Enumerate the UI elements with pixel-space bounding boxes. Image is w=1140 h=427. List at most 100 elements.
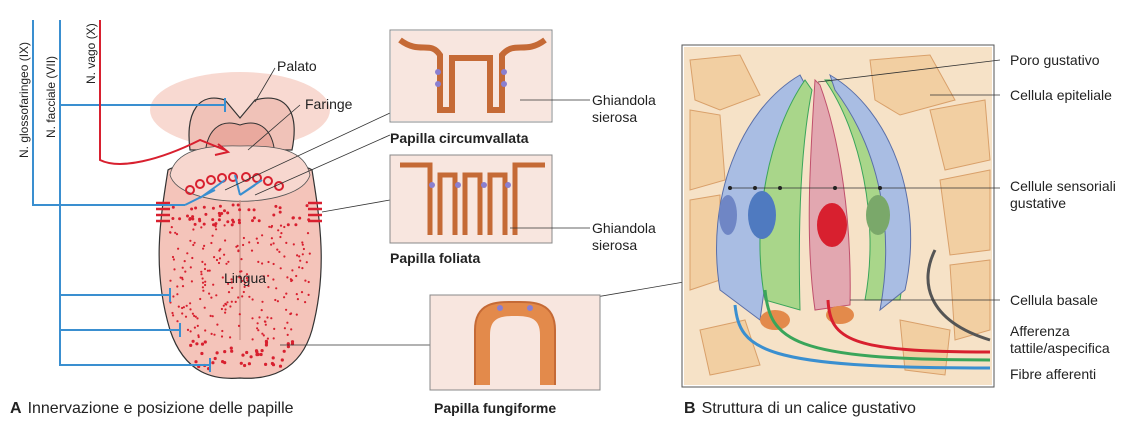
fungiform-papilla-dot xyxy=(195,342,198,345)
fungiform-papilla-dot xyxy=(307,218,310,221)
fungiform-papilla-dot xyxy=(191,280,193,282)
label-tongue: Lingua xyxy=(224,270,266,287)
fungiform-papilla-dot xyxy=(212,207,215,210)
fungiform-papilla-dot xyxy=(298,255,300,257)
fungiform-papilla-dot xyxy=(272,214,275,217)
fungiform-papilla-dot xyxy=(261,262,263,264)
fungiform-papilla-dot xyxy=(223,350,226,353)
fungiform-papilla-dot xyxy=(192,340,195,343)
fungiform-papilla-dot xyxy=(231,301,233,303)
fungiform-papilla-dot xyxy=(264,320,266,322)
fungiform-papilla-dot xyxy=(194,327,196,329)
fungiform-papilla-dot xyxy=(230,350,233,353)
panel-b-letter: B xyxy=(684,400,696,417)
fungiform-papilla-dot xyxy=(302,244,304,246)
fungiform-papilla-dot xyxy=(250,355,253,358)
fungiform-papilla-dot xyxy=(226,220,229,223)
fungiform-papilla-dot xyxy=(301,267,303,269)
fungiform-papilla-dot xyxy=(211,361,214,364)
fungiform-papilla-dot xyxy=(260,353,263,356)
fungiform-papilla-dot xyxy=(216,259,218,261)
fungiform-papilla-dot xyxy=(216,324,218,326)
fungiform-papilla-dot xyxy=(172,295,174,297)
fungiform-papilla-dot xyxy=(256,327,258,329)
fungiform-papilla-dot xyxy=(185,316,187,318)
fungiform-papilla-dot xyxy=(296,293,298,295)
fungiform-papilla-dot xyxy=(263,334,265,336)
fungiform-papilla-dot xyxy=(261,309,263,311)
label-serous-gland-1-line2: sierosa xyxy=(592,109,656,126)
fungiform-papilla-dot xyxy=(190,266,192,268)
fungiform-papilla-dot xyxy=(294,223,297,226)
fungiform-papilla-dot xyxy=(182,267,184,269)
fungiform-papilla-dot xyxy=(267,286,269,288)
fungiform-papilla-dot xyxy=(212,315,214,317)
fungiform-papilla-dot xyxy=(286,276,288,278)
fungiform-papilla-dot xyxy=(176,293,178,295)
fungiform-papilla-dot xyxy=(252,338,254,340)
fungiform-papilla-dot xyxy=(224,239,226,241)
fungiform-papilla-dot xyxy=(208,293,210,295)
fungiform-papilla-dot xyxy=(221,360,224,363)
fungiform-papilla-dot xyxy=(211,333,213,335)
label-pharynx: Faringe xyxy=(305,96,352,113)
fungiform-papilla-dot xyxy=(272,363,275,366)
fungiform-papilla-dot xyxy=(258,316,260,318)
fungiform-papilla-dot xyxy=(219,205,222,208)
fungiform-papilla-dot xyxy=(169,280,171,282)
fungiform-papilla-dot xyxy=(187,329,189,331)
label-sensory-cells-line1: Cellule sensoriali xyxy=(1010,178,1116,195)
fungiform-papilla-dot xyxy=(186,215,189,218)
caption-circumvallate: Papilla circumvallata xyxy=(390,130,529,146)
fungiform-papilla-dot xyxy=(223,254,225,256)
fungiform-papilla-dot xyxy=(248,296,250,298)
fungiform-papilla-dot xyxy=(290,280,292,282)
fungiform-papilla-dot xyxy=(248,362,251,365)
fungiform-papilla-dot xyxy=(238,219,241,222)
papilla-circumvallate-figure xyxy=(390,30,590,122)
fungiform-papilla-dot xyxy=(274,299,276,301)
fungiform-papilla-dot xyxy=(307,232,309,234)
fungiform-papilla-dot xyxy=(210,297,212,299)
fungiform-papilla-dot xyxy=(199,298,201,300)
fungiform-papilla-dot xyxy=(215,228,217,230)
panel-a-title-text: Innervazione e posizione delle papille xyxy=(28,400,294,417)
label-epithelial-cell: Cellula epiteliale xyxy=(1010,87,1112,104)
label-serous-gland-2-line2: sierosa xyxy=(592,237,656,254)
fungiform-papilla-dot xyxy=(207,270,209,272)
fungiform-papilla-dot xyxy=(279,206,282,209)
fungiform-papilla-dot xyxy=(299,260,301,262)
fungiform-papilla-dot xyxy=(267,261,269,263)
fungiform-papilla-dot xyxy=(204,307,206,309)
fungiform-papilla-dot xyxy=(271,237,273,239)
label-serous-gland-2: Ghiandola sierosa xyxy=(592,220,656,254)
fungiform-papilla-dot xyxy=(202,282,204,284)
fungiform-papilla-dot xyxy=(267,275,269,277)
fungiform-papilla-dot xyxy=(171,226,173,228)
fungiform-papilla-dot xyxy=(240,258,242,260)
fungiform-papilla-dot xyxy=(306,261,308,263)
fungiform-papilla-dot xyxy=(197,325,199,327)
fungiform-papilla-dot xyxy=(283,296,285,298)
fungiform-papilla-dot xyxy=(298,266,300,268)
fungiform-papilla-dot xyxy=(182,285,184,287)
fungiform-papilla-dot xyxy=(204,281,206,283)
fungiform-papilla-dot xyxy=(198,336,200,338)
fungiform-papilla-dot xyxy=(169,232,171,234)
fungiform-papilla-dot xyxy=(273,242,275,244)
fungiform-papilla-dot xyxy=(224,308,226,310)
tongue-illustration xyxy=(150,72,330,378)
fungiform-papilla-dot xyxy=(224,224,226,226)
fungiform-papilla-dot xyxy=(226,301,228,303)
fungiform-papilla-dot xyxy=(225,263,227,265)
fungiform-papilla-dot xyxy=(194,360,197,363)
fungiform-papilla-dot xyxy=(226,211,229,214)
fungiform-papilla-dot xyxy=(186,252,188,254)
fungiform-papilla-dot xyxy=(255,349,258,352)
fungiform-papilla-dot xyxy=(291,269,293,271)
fungiform-papilla-dot xyxy=(189,308,191,310)
fungiform-papilla-dot xyxy=(241,354,244,357)
fungiform-papilla-dot xyxy=(301,241,303,243)
